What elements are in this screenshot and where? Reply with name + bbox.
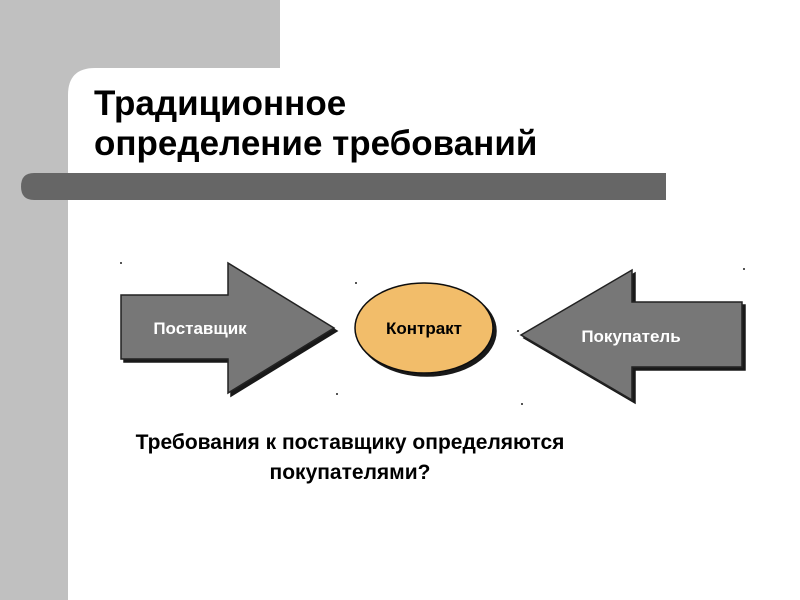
buyer-arrow: Покупатель (519, 268, 743, 402)
buyer-label: Покупатель (581, 327, 680, 346)
decorative-specks (120, 262, 745, 405)
contract-ellipse: Контракт (354, 282, 494, 374)
supplier-arrow: Поставщик (120, 261, 336, 395)
contract-label: Контракт (386, 319, 462, 338)
title-line-2: определение требований (94, 124, 538, 163)
question-line-1: Требования к поставщику определяются (135, 431, 565, 454)
slide-title: Традиционное определение требований (94, 84, 537, 164)
title-line-1: Традиционное (94, 84, 347, 123)
title-underline-rule (21, 173, 666, 200)
question-text: Требования к поставщику определяются пок… (100, 428, 600, 488)
supplier-label: Поставщик (153, 319, 247, 338)
question-line-2: покупателями? (269, 461, 431, 484)
left-sidebar-band (0, 0, 280, 600)
